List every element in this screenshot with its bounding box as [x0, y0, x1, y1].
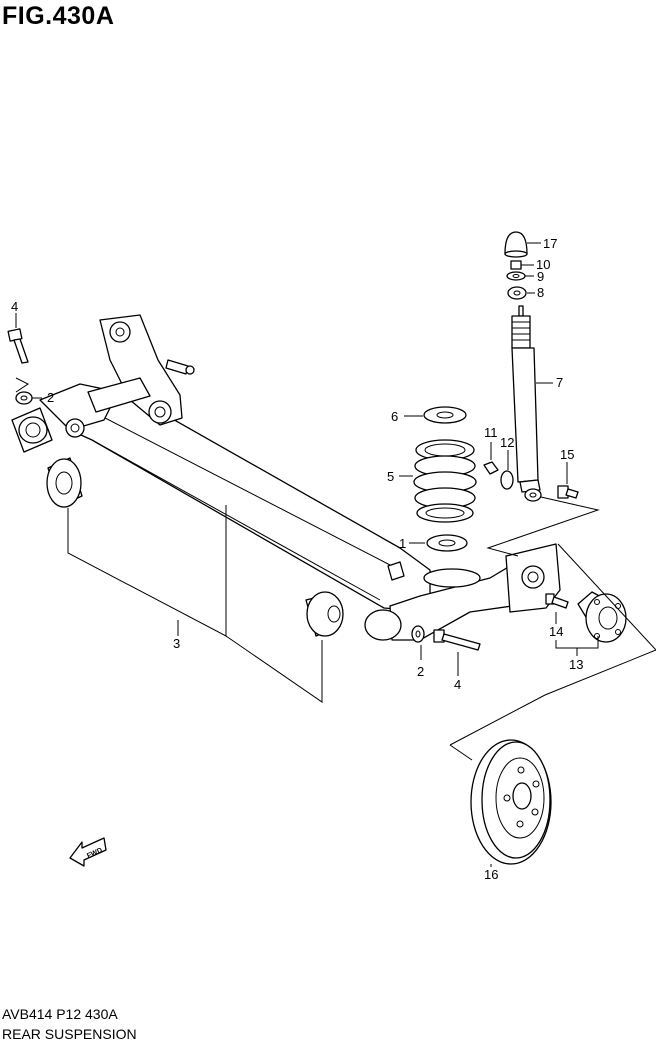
callout-9: 9	[537, 269, 544, 284]
washer-right[interactable]	[411, 625, 425, 643]
hub-stud[interactable]	[545, 593, 569, 609]
forward-arrow-icon: FWD	[69, 837, 107, 867]
torsion-beam-axle[interactable]	[39, 314, 561, 641]
callout-17: 17	[543, 236, 557, 251]
coil-spring[interactable]	[413, 439, 477, 523]
shock-nut[interactable]	[510, 260, 522, 270]
callout-6: 6	[391, 409, 398, 424]
callout-14: 14	[549, 624, 563, 639]
shock-washer[interactable]	[506, 271, 526, 281]
leader-lines	[15, 242, 656, 867]
callout-12: 12	[500, 435, 514, 450]
callout-4-right: 4	[454, 677, 461, 692]
callout-8: 8	[537, 285, 544, 300]
pivot-bolt-left[interactable]	[7, 328, 29, 364]
callout-2-right: 2	[417, 664, 424, 679]
callout-1: 1	[399, 536, 406, 551]
callout-3: 3	[173, 636, 180, 651]
axle-bushing-left-spare[interactable]	[46, 457, 83, 508]
shock-lower-bolt[interactable]	[557, 485, 579, 499]
callout-16: 16	[484, 867, 498, 882]
callout-10: 10	[536, 257, 550, 272]
callout-4-left: 4	[11, 299, 18, 314]
washer-left[interactable]	[15, 391, 33, 405]
callout-7: 7	[556, 375, 563, 390]
callout-15: 15	[560, 447, 574, 462]
pivot-bolt-right[interactable]	[433, 629, 481, 651]
callout-5: 5	[387, 469, 394, 484]
callout-13: 13	[569, 657, 583, 672]
callout-numbers: 4 2 3 17 10 9 8 7 6 5 1 11 12 15 14 13 2…	[11, 236, 583, 882]
axle-bushing-left-installed[interactable]	[11, 407, 53, 453]
lower-spring-seat[interactable]	[426, 534, 468, 552]
shock-mount-bushing[interactable]	[507, 286, 527, 300]
figure-name: REAR SUSPENSION	[2, 1026, 137, 1042]
shock-absorber[interactable]	[511, 305, 542, 502]
figure-code: AVB414 P12 430A	[2, 1006, 118, 1022]
lower-shock-nut[interactable]	[483, 461, 499, 475]
callout-11: 11	[484, 425, 498, 440]
brake-drum[interactable]	[470, 739, 552, 865]
hub-bearing-assembly[interactable]	[577, 591, 627, 643]
bump-stop-cap[interactable]	[504, 231, 528, 258]
lower-shock-washer[interactable]	[500, 470, 514, 490]
callout-2-left: 2	[47, 390, 54, 405]
axle-bushing-right-spare[interactable]	[305, 591, 344, 637]
figure-title: FIG.430A	[2, 2, 115, 30]
upper-spring-seat[interactable]	[423, 406, 467, 424]
